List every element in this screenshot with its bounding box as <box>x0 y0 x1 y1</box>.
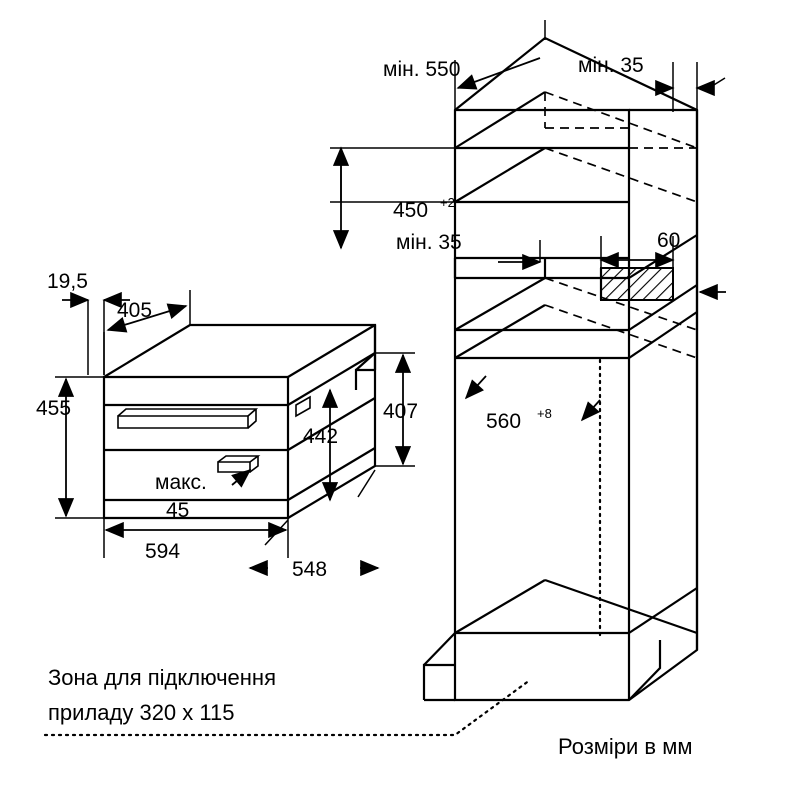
dim-max-label: макс. <box>155 471 207 494</box>
connection-zone-caption-line2: приладу 320 х 115 <box>48 700 234 725</box>
dim-min-depth-550: мін. 550 <box>383 58 460 81</box>
units-caption: Розміри в мм <box>558 734 692 759</box>
dim-appliance-width-594: 594 <box>145 540 180 563</box>
dim-niche-width-560: 560 <box>486 410 521 433</box>
appliance-dimension-annotations: 19,5 405 455 442 407 594 <box>36 270 418 581</box>
dim-appliance-depth-548: 548 <box>292 558 327 581</box>
dim-opening-height-tolerance: +2 <box>440 195 455 210</box>
oven-appliance-drawing <box>102 323 377 520</box>
dim-niche-width-tolerance: +8 <box>537 406 552 421</box>
dim-vent-depth-60: 60 <box>657 229 680 252</box>
dim-min-gap-35-middle: мін. 35 <box>396 231 462 254</box>
dim-opening-height-450: 450 <box>393 199 428 222</box>
dim-front-depth-19-5: 19,5 <box>47 270 88 293</box>
niche-dimension-annotations: мін. 550 мін. 35 450 +2 мін. 35 6 <box>330 20 726 433</box>
dim-min-gap-35-top: мін. 35 <box>578 54 644 77</box>
dim-top-depth-405: 405 <box>117 299 152 322</box>
dim-max-value-45: 45 <box>166 499 189 522</box>
dim-appliance-height-442: 442 <box>303 425 338 448</box>
dim-appliance-height-407: 407 <box>383 400 418 423</box>
connection-zone-leader <box>43 678 532 737</box>
connection-zone-caption-line1: Зона для підключення <box>48 665 276 690</box>
cabinet-niche-drawing <box>422 36 699 702</box>
captions: Зона для підключення приладу 320 х 115 Р… <box>43 665 692 759</box>
dim-appliance-height-455: 455 <box>36 397 71 420</box>
